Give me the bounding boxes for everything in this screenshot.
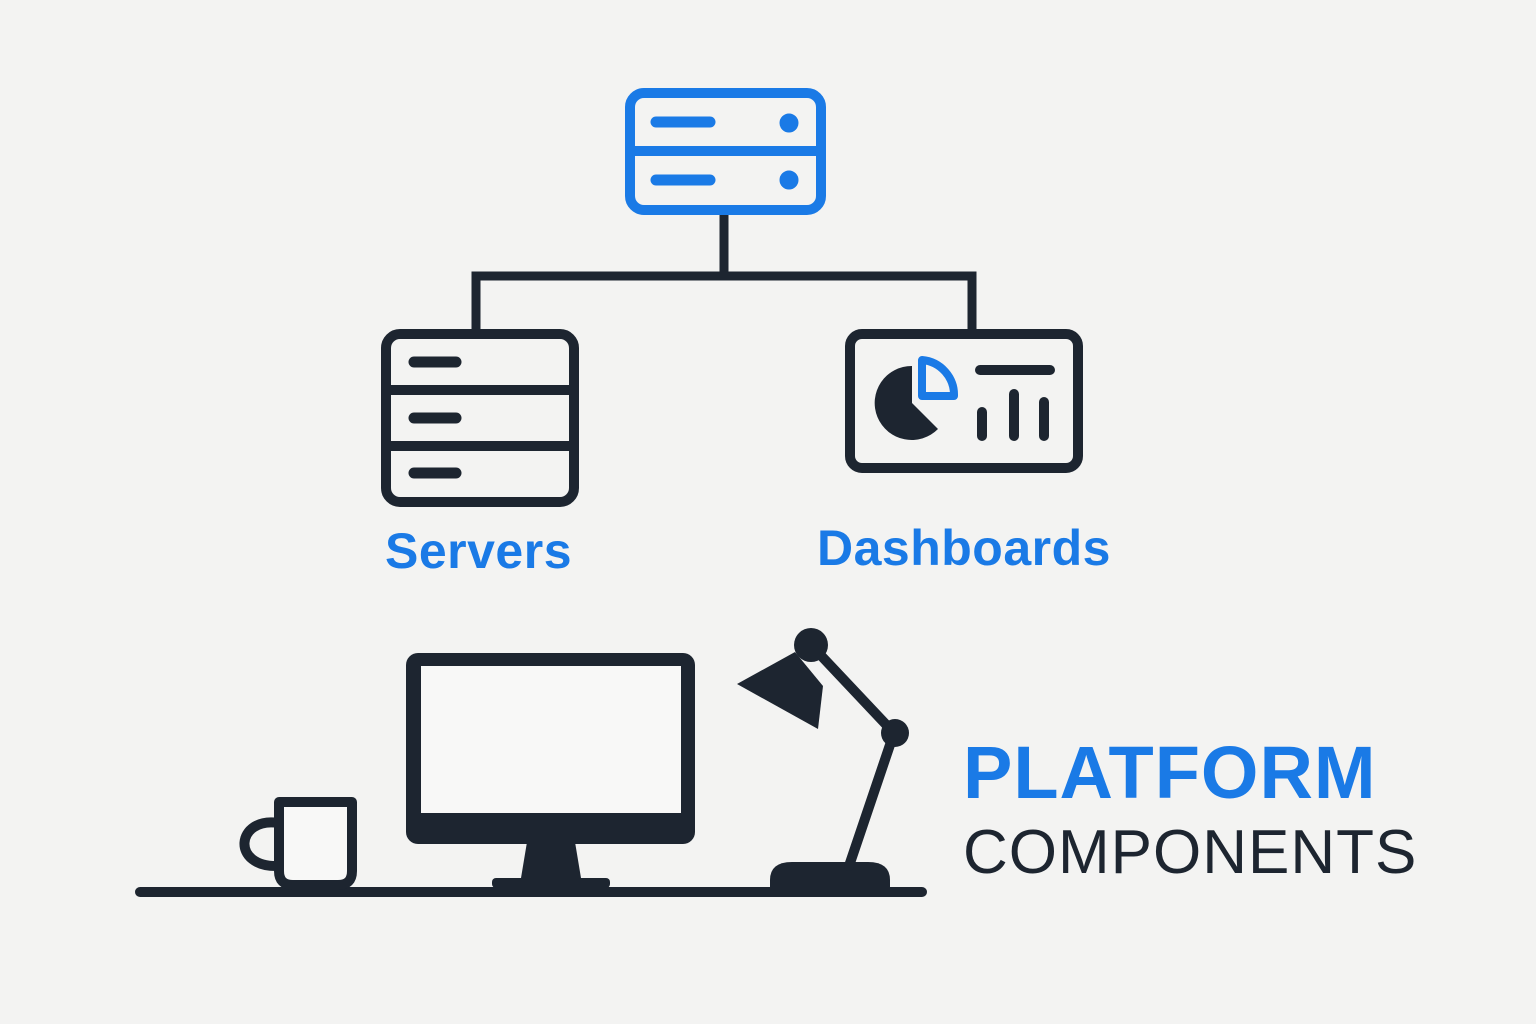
lamp-top-joint bbox=[794, 628, 828, 662]
server-stack-frame bbox=[381, 329, 579, 507]
title-components: COMPONENTS bbox=[963, 818, 1418, 887]
pie-slice-icon bbox=[918, 356, 958, 400]
lamp-joint bbox=[881, 719, 909, 747]
pie-chart-icon bbox=[874, 365, 938, 440]
server-rack-light bbox=[779, 113, 799, 133]
dashboard-frame bbox=[845, 329, 1083, 473]
lamp-shade bbox=[737, 652, 823, 729]
title-platform: PLATFORM bbox=[963, 731, 1377, 814]
lamp-upper-arm bbox=[807, 641, 899, 738]
server-rack-light bbox=[779, 170, 799, 190]
lamp-base bbox=[770, 862, 890, 889]
servers-label: Servers bbox=[385, 523, 572, 579]
mug-handle bbox=[239, 817, 284, 872]
monitor-base bbox=[492, 878, 610, 888]
dashboard-chart-icon bbox=[845, 329, 1083, 473]
mug-icon bbox=[239, 797, 357, 890]
monitor-neck bbox=[520, 842, 582, 884]
connector-lines bbox=[471, 212, 977, 334]
desk-scene bbox=[135, 628, 927, 897]
connector-branch bbox=[471, 271, 977, 334]
dashboards-label: Dashboards bbox=[817, 520, 1111, 576]
monitor-icon bbox=[406, 653, 695, 888]
server-stack-icon bbox=[381, 329, 579, 507]
lamp-lower-arm bbox=[844, 728, 899, 871]
mug-body bbox=[274, 797, 357, 890]
monitor-screen bbox=[421, 666, 681, 813]
desk-lamp-icon bbox=[737, 628, 909, 889]
server-rack-icon bbox=[625, 88, 826, 215]
